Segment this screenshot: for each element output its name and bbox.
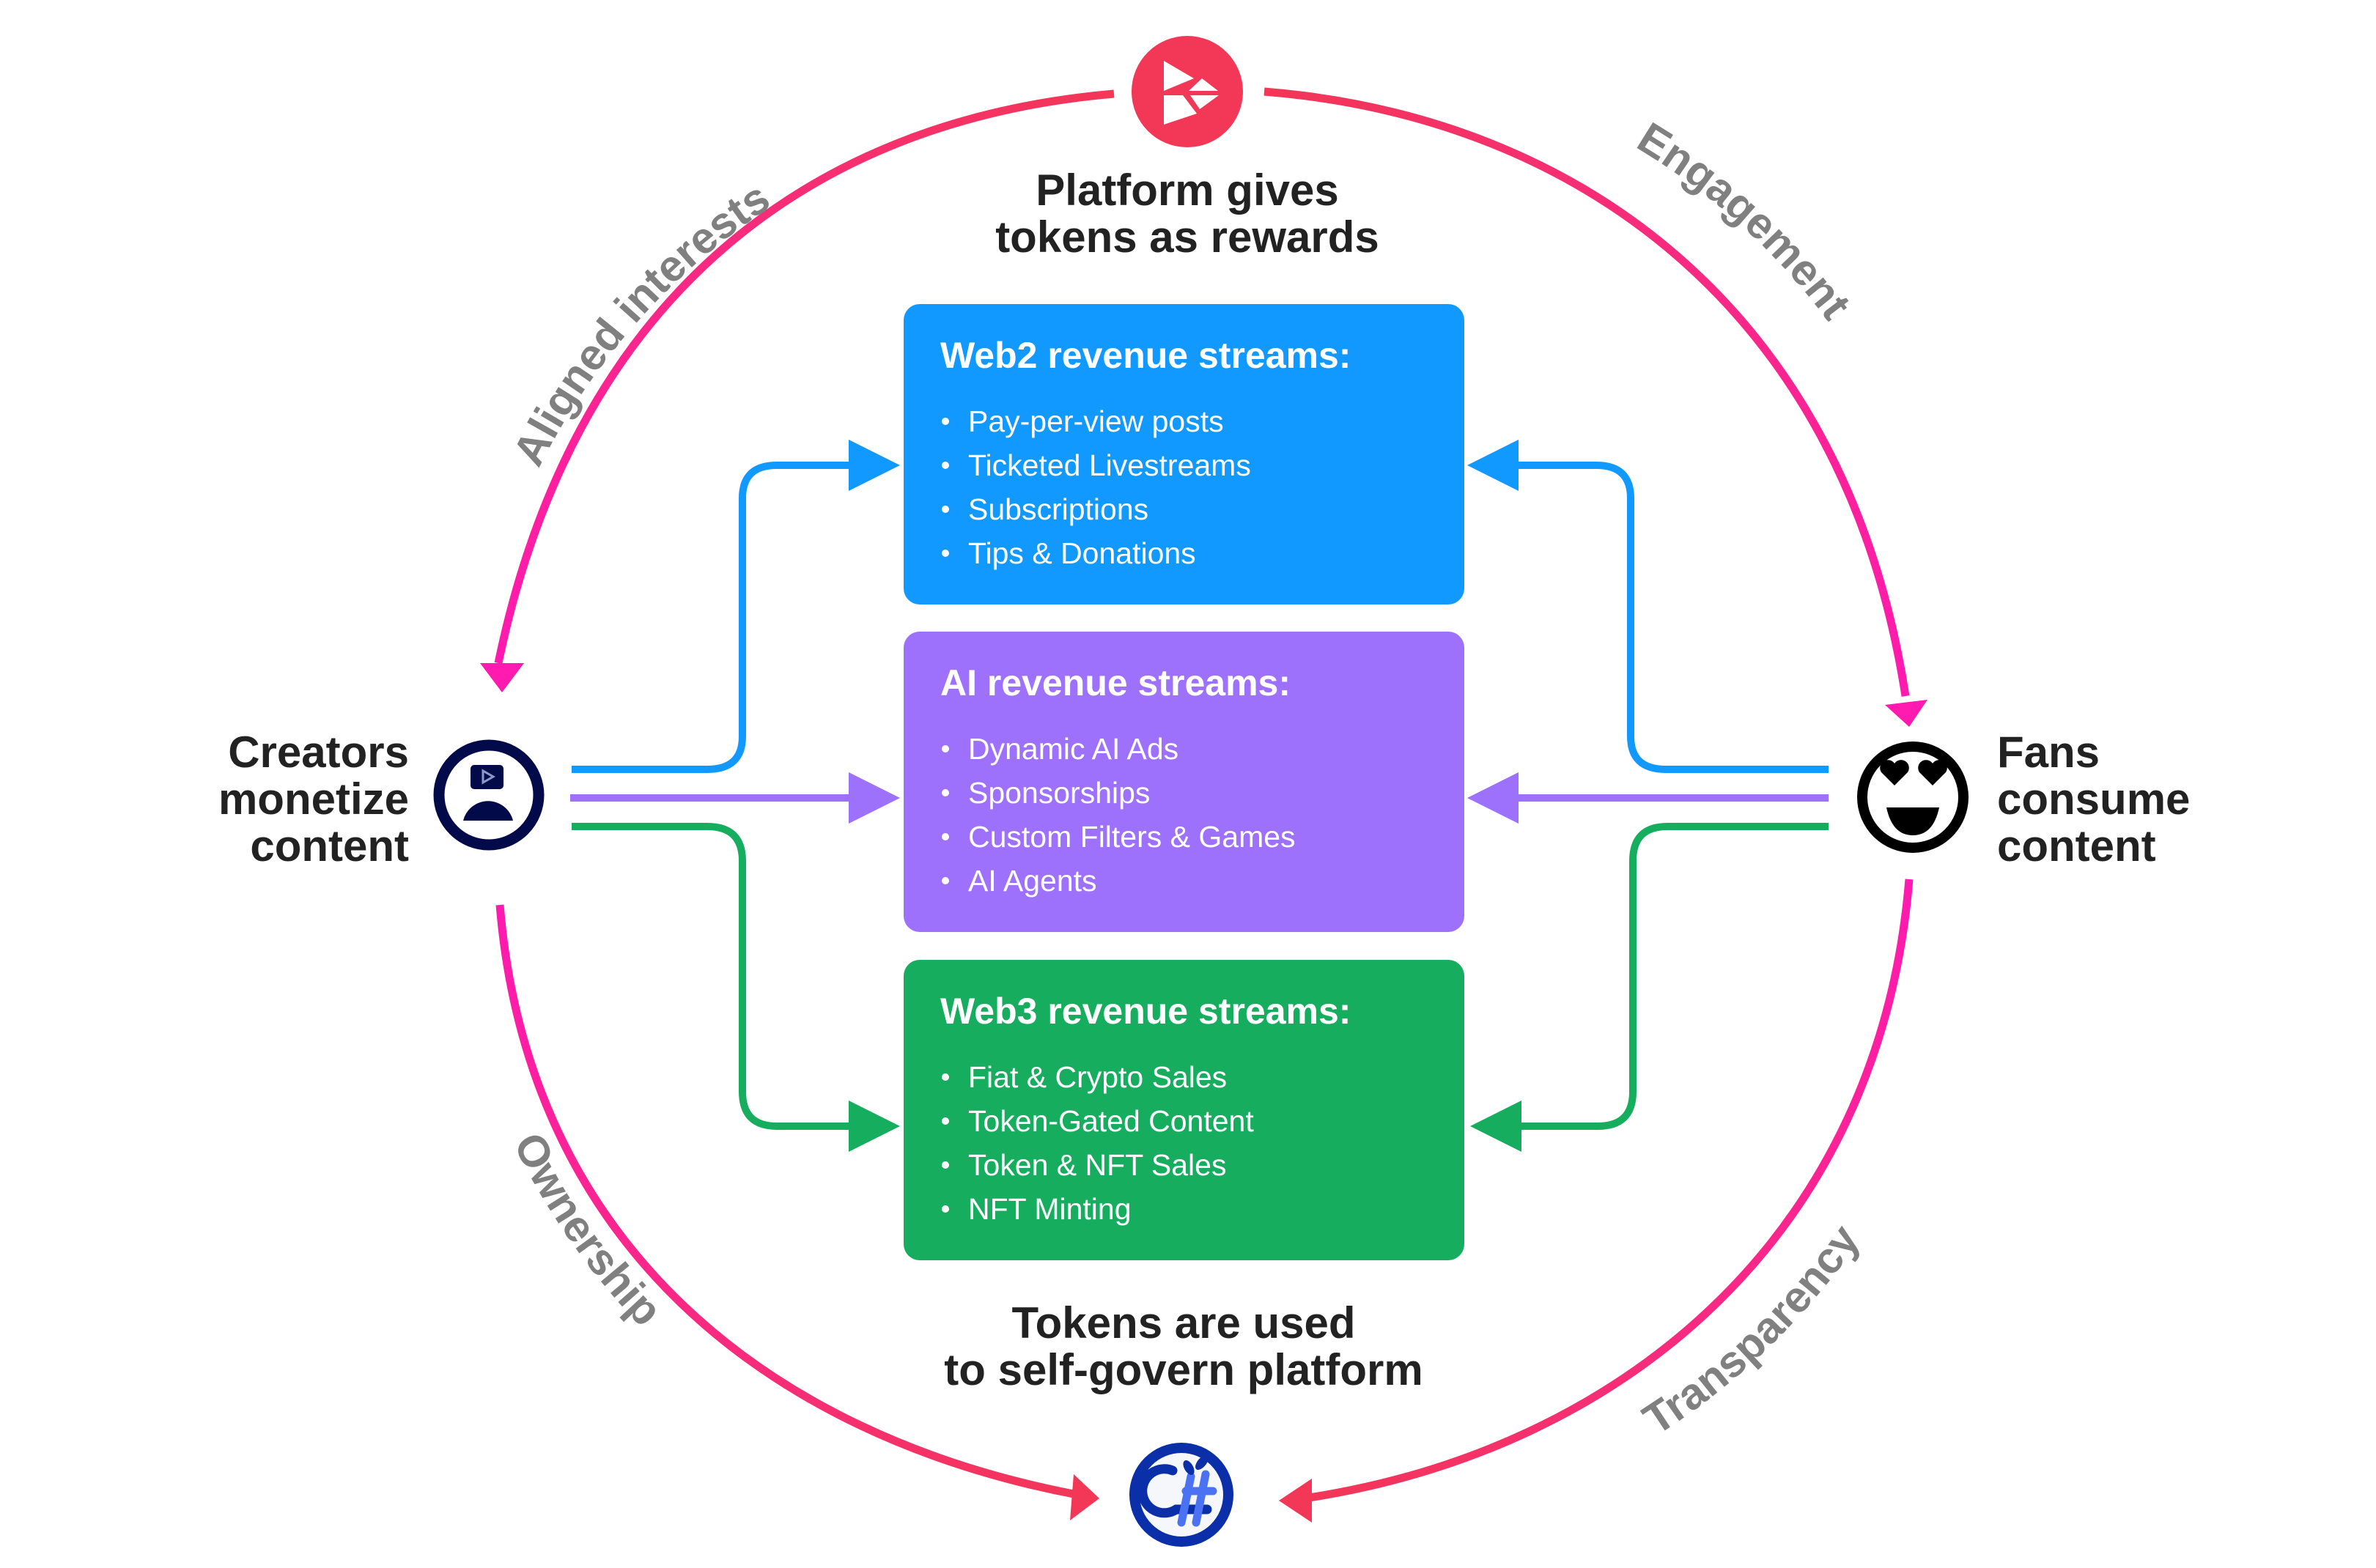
item-text: Custom Filters & Games [968, 820, 1296, 854]
cycle-arc-top-left [494, 89, 1115, 665]
arrowhead-fans-web2 [1467, 440, 1519, 491]
arrowhead-to-token-right [1279, 1479, 1312, 1523]
item-text: NFT Minting [968, 1192, 1132, 1226]
bullet-icon [942, 745, 949, 752]
heart-eyes-smiley-icon [1857, 742, 1969, 853]
bullet-icon [942, 1117, 949, 1125]
fans-label: Fans consume content [1997, 729, 2232, 870]
platform-label-line1: Platform gives [1036, 166, 1339, 215]
connector-fans-web3 [1510, 823, 1829, 1130]
governance-label-line2: to self-govern platform [944, 1345, 1423, 1394]
item-text: Tips & Donations [968, 536, 1196, 570]
ai-stream-list: Dynamic AI Ads Sponsorships Custom Filte… [940, 727, 1464, 903]
arrowhead-fans-ai [1467, 772, 1519, 824]
governance-label-line1: Tokens are used [1011, 1298, 1356, 1347]
fans-label-line2: consume [1997, 774, 2191, 824]
item-text: Dynamic AI Ads [968, 732, 1179, 766]
arrowhead-creators-ai [849, 772, 900, 824]
item-text: Fiat & Crypto Sales [968, 1060, 1228, 1094]
creators-label-line2: monetize [218, 774, 409, 824]
creators-label-line1: Creators [228, 728, 409, 777]
ai-box-title: AI revenue streams: [940, 662, 1291, 703]
list-item: AI Agents [940, 859, 1464, 903]
platform-play-logo-icon [1132, 36, 1243, 147]
bullet-icon [942, 418, 949, 425]
fans-label-line1: Fans [1997, 728, 2100, 777]
web2-revenue-box: Web2 revenue streams: Pay-per-view posts… [904, 304, 1464, 604]
bullet-icon [942, 833, 949, 840]
creator-avatar-icon [433, 739, 545, 851]
arrowhead-to-creators [480, 663, 524, 692]
list-item: NFT Minting [940, 1187, 1464, 1231]
label-aligned-interests: Aligned interests [503, 173, 778, 473]
arrowhead-to-fans [1885, 700, 1927, 727]
bullet-icon [942, 789, 949, 796]
web2-box-title: Web2 revenue streams: [940, 335, 1351, 376]
connector-creators-web3 [572, 823, 861, 1130]
arrowhead-fans-web3 [1470, 1101, 1521, 1152]
bullet-icon [942, 877, 949, 884]
ai-revenue-box: AI revenue streams: Dynamic AI Ads Spons… [904, 632, 1464, 932]
list-item: Tips & Donations [940, 531, 1464, 575]
bullet-icon [942, 1161, 949, 1169]
governance-token-logo-icon [1129, 1443, 1233, 1547]
bullet-icon [942, 1073, 949, 1081]
connector-creators-web2 [572, 462, 861, 773]
list-item: Token-Gated Content [940, 1099, 1464, 1143]
token-governance-label: Tokens are used to self-govern platform [879, 1300, 1488, 1394]
bullet-icon [942, 1205, 949, 1213]
platform-label-line2: tokens as rewards [995, 212, 1379, 262]
bullet-icon [942, 550, 949, 557]
bullet-icon [942, 506, 949, 513]
platform-rewards-label: Platform gives tokens as rewards [923, 167, 1451, 261]
label-transparency: Transparency [1634, 1216, 1869, 1444]
item-text: AI Agents [968, 864, 1097, 898]
item-text: Ticketed Livestreams [968, 448, 1251, 482]
list-item: Fiat & Crypto Sales [940, 1055, 1464, 1099]
list-item: Ticketed Livestreams [940, 443, 1464, 487]
cycle-arc-top-right [1263, 87, 1910, 697]
creators-label-line3: content [250, 821, 409, 870]
connector-fans-web2 [1506, 462, 1829, 773]
arrowhead-creators-web2 [849, 440, 900, 491]
web3-box-title: Web3 revenue streams: [940, 991, 1351, 1032]
cycle-arc-bottom-left [495, 904, 1079, 1499]
label-ownership: Ownership [504, 1125, 671, 1335]
item-text: Subscriptions [968, 492, 1149, 526]
item-text: Token-Gated Content [968, 1104, 1254, 1138]
item-text: Token & NFT Sales [968, 1148, 1227, 1182]
web3-revenue-box: Web3 revenue streams: Fiat & Crypto Sale… [904, 960, 1464, 1260]
list-item: Sponsorships [940, 771, 1464, 815]
list-item: Custom Filters & Games [940, 815, 1464, 859]
arrowhead-to-token-left [1070, 1474, 1099, 1520]
list-item: Token & NFT Sales [940, 1143, 1464, 1187]
web3-stream-list: Fiat & Crypto Sales Token-Gated Content … [940, 1055, 1464, 1231]
web2-stream-list: Pay-per-view posts Ticketed Livestreams … [940, 399, 1464, 575]
cycle-arc-bottom-right [1304, 879, 1914, 1503]
list-item: Pay-per-view posts [940, 399, 1464, 443]
bullet-icon [942, 462, 949, 469]
list-item: Subscriptions [940, 487, 1464, 531]
item-text: Pay-per-view posts [968, 404, 1224, 438]
arrowhead-creators-web3 [849, 1101, 900, 1152]
label-engagement: Engagement [1629, 113, 1860, 328]
fans-label-line3: content [1997, 821, 2156, 870]
creators-label: Creators monetize content [147, 729, 409, 870]
item-text: Sponsorships [968, 776, 1151, 810]
list-item: Dynamic AI Ads [940, 727, 1464, 771]
